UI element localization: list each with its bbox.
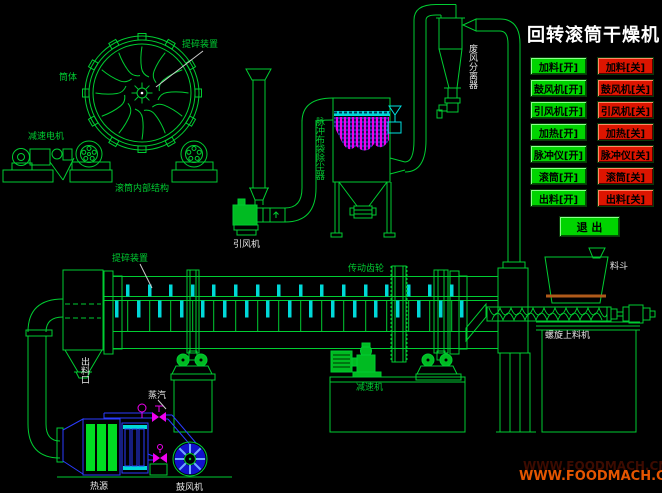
cyclone-pipe (389, 4, 457, 175)
button-induced-fan-off[interactable]: 引风机[关] (597, 101, 654, 119)
label-lifter-device-drum: 提碎装置 (112, 254, 149, 264)
bag-filter-unit (330, 97, 402, 238)
button-blower-on[interactable]: 鼓风机[开] (530, 79, 587, 97)
button-drum-on[interactable]: 滚筒[开] (530, 167, 587, 185)
drum-supports (170, 342, 466, 433)
button-discharge-on[interactable]: 出料[开] (530, 189, 587, 207)
label-gear-motor: 减速电机 (28, 132, 65, 142)
label-drum-internal: 滚筒内部结构 (115, 184, 170, 194)
label-drive-gear: 传动齿轮 (348, 264, 385, 274)
label-cyclone: 废风分离器 (467, 44, 477, 89)
label-screw-feeder: 螺旋上料机 (545, 331, 591, 341)
heat-exchanger (103, 403, 197, 476)
label-heat-source: 热源 (90, 482, 109, 492)
button-heat-on[interactable]: 加热[开] (530, 123, 587, 141)
hot-air-pipe (25, 298, 64, 463)
label-bag-filter: 脉冲布袋除尘器 (314, 117, 324, 180)
screw-feeder-unit (486, 247, 656, 433)
label-steam: 蒸汽 (148, 391, 167, 401)
watermark: WWW.FOODMACH.CN (519, 469, 662, 484)
label-hopper: 料斗 (610, 262, 629, 272)
chimney (245, 68, 272, 201)
button-blower-off[interactable]: 鼓风机[关] (597, 79, 654, 97)
furnace (62, 418, 121, 476)
drum-cross-section (82, 33, 204, 153)
label-shell: 筒体 (59, 73, 78, 83)
watermark-shadow: WWW.FOODMACH.CN (523, 459, 662, 473)
blower-fan (57, 441, 232, 478)
label-blower: 鼓风机 (176, 483, 204, 493)
label-reducer: 减速机 (356, 383, 384, 393)
drum-feed-head (465, 267, 536, 433)
button-feed-on[interactable]: 加料[开] (530, 57, 587, 75)
button-drum-off[interactable]: 滚筒[关] (597, 167, 654, 185)
button-feed-off[interactable]: 加料[关] (597, 57, 654, 75)
label-lifter-device-top: 提碎装置 (182, 40, 219, 50)
drum-motor-assembly (2, 140, 113, 183)
label-discharge-port: 出料口 (79, 357, 89, 384)
steam-pointer-line (157, 399, 167, 410)
fan-duct (284, 97, 334, 223)
rotary-drum (62, 263, 498, 379)
button-pulse-on[interactable]: 脉冲仪[开] (530, 145, 587, 163)
button-discharge-off[interactable]: 出料[关] (597, 189, 654, 207)
page-title: 回转滚筒干燥机 (527, 25, 660, 46)
exhaust-pipe (502, 44, 526, 269)
button-induced-fan-on[interactable]: 引风机[开] (530, 101, 587, 119)
induced-draft-fan (232, 198, 286, 236)
button-pulse-off[interactable]: 脉冲仪[关] (597, 145, 654, 163)
drum-support-roller (171, 140, 218, 183)
button-heat-off[interactable]: 加热[关] (597, 123, 654, 141)
exit-button[interactable]: 退 出 (559, 216, 620, 237)
cyclone-separator (436, 17, 521, 119)
label-induced-fan: 引风机 (233, 240, 261, 250)
